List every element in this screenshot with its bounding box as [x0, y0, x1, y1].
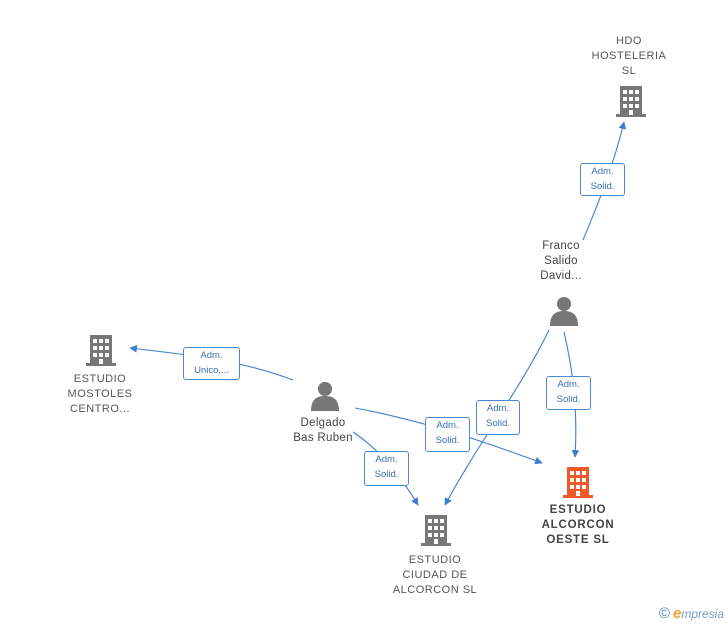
edge-label-franco-oeste: Adm. Solid.: [546, 376, 591, 410]
copyright-icon: ©: [658, 605, 670, 622]
empresia-logo: ©empresia: [659, 605, 724, 622]
node-alcorcon-oeste-label[interactable]: ESTUDIO ALCORCON OESTE SL: [541, 504, 615, 546]
delgado-person-icon: [311, 382, 339, 411]
edge-label-franco-ciudad: Adm. Solid.: [476, 400, 520, 435]
edge-label-franco-hdo: Adm. Solid.: [580, 163, 625, 196]
node-franco-label[interactable]: Franco Salido David...: [540, 240, 582, 282]
edge-label-delgado-oeste: Adm. Solid.: [425, 417, 470, 452]
edge-label-delgado-ciudad: Adm. Solid.: [364, 451, 409, 486]
hdo-building-icon: [616, 86, 646, 117]
node-hdo-label[interactable]: HDO HOSTELERIA SL: [591, 35, 667, 77]
oeste-building-icon: [563, 467, 593, 498]
franco-person-icon: [550, 297, 578, 326]
ciudad-building-icon: [421, 515, 451, 546]
node-mostoles-label[interactable]: ESTUDIO MOSTOLES CENTRO...: [67, 373, 133, 415]
mostoles-building-icon: [86, 335, 116, 366]
brand-first-letter: e: [672, 605, 682, 622]
node-ciudad-label[interactable]: ESTUDIO CIUDAD DE ALCORCON SL: [392, 554, 478, 596]
brand-rest: mpresia: [681, 607, 724, 621]
node-delgado-label[interactable]: Delgado Bas Ruben: [293, 417, 353, 444]
edge-label-delgado-mostoles: Adm. Unico,...: [183, 347, 240, 380]
